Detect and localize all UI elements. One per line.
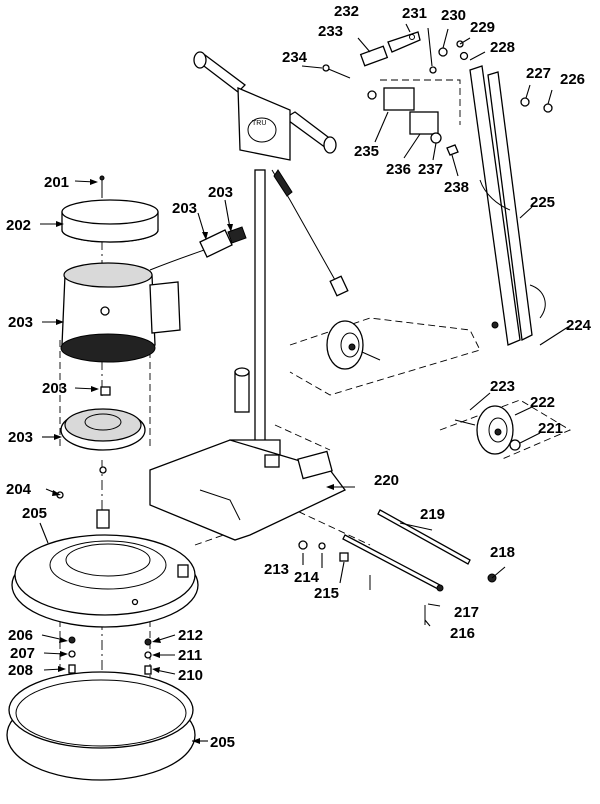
callout-225: 225 <box>530 194 555 211</box>
callout-204: 204 <box>6 481 32 498</box>
part-callouts: 201 202 203 203 203 203 203 204 205 205 … <box>6 3 592 751</box>
callout-223: 223 <box>490 378 515 395</box>
callout-224: 224 <box>566 317 592 334</box>
callout-219: 219 <box>420 506 445 523</box>
callout-229: 229 <box>470 19 495 36</box>
callout-232: 232 <box>334 3 359 20</box>
callout-231: 231 <box>402 5 427 22</box>
leader-lines <box>39 23 569 744</box>
callout-203-driveplate: 203 <box>8 429 33 446</box>
callout-238: 238 <box>444 179 469 196</box>
callout-218: 218 <box>490 544 515 561</box>
callout-203-cord: 203 <box>208 184 233 201</box>
upper-small-parts <box>322 31 553 156</box>
callout-211: 211 <box>178 647 202 664</box>
callout-237: 237 <box>418 161 443 178</box>
base-housing-205 <box>11 534 199 628</box>
callout-234: 234 <box>282 49 308 66</box>
handle-assembly: TRU <box>193 51 349 481</box>
chassis-plate <box>149 439 346 541</box>
callout-227: 227 <box>526 65 551 82</box>
svg-text:TRU: TRU <box>252 120 266 127</box>
callout-216: 216 <box>450 625 475 642</box>
callout-235: 235 <box>354 143 379 160</box>
callout-203-capacitor: 203 <box>42 380 67 397</box>
callout-212: 212 <box>178 627 203 644</box>
callout-213: 213 <box>264 561 289 578</box>
motor-203 <box>60 226 247 396</box>
callout-210: 210 <box>178 667 203 684</box>
callout-207: 207 <box>10 645 35 662</box>
callout-233: 233 <box>318 23 343 40</box>
callout-230: 230 <box>441 7 466 24</box>
callout-236: 236 <box>386 161 411 178</box>
callout-222: 222 <box>530 394 555 411</box>
bumper-ring-205 <box>6 671 196 781</box>
side-rail-225 <box>469 65 546 346</box>
callout-208: 208 <box>8 662 33 679</box>
callout-221: 221 <box>538 420 563 437</box>
callout-220: 220 <box>374 472 399 489</box>
callout-214: 214 <box>294 569 320 586</box>
callout-215: 215 <box>314 585 339 602</box>
callout-205-base: 205 <box>22 505 47 522</box>
callout-228: 228 <box>490 39 515 56</box>
callout-217: 217 <box>454 604 479 621</box>
callout-201: 201 <box>44 174 69 191</box>
wheels <box>326 320 521 455</box>
hardware-206-212 <box>68 636 152 675</box>
drive-plate <box>56 408 146 529</box>
callout-226: 226 <box>560 71 585 88</box>
callout-203-motor: 203 <box>8 314 33 331</box>
callout-205-bumper: 205 <box>210 734 235 751</box>
callout-203-cordset: 203 <box>172 200 197 217</box>
callout-202: 202 <box>6 217 31 234</box>
motor-cover-202 <box>61 175 159 243</box>
callout-206: 206 <box>8 627 33 644</box>
